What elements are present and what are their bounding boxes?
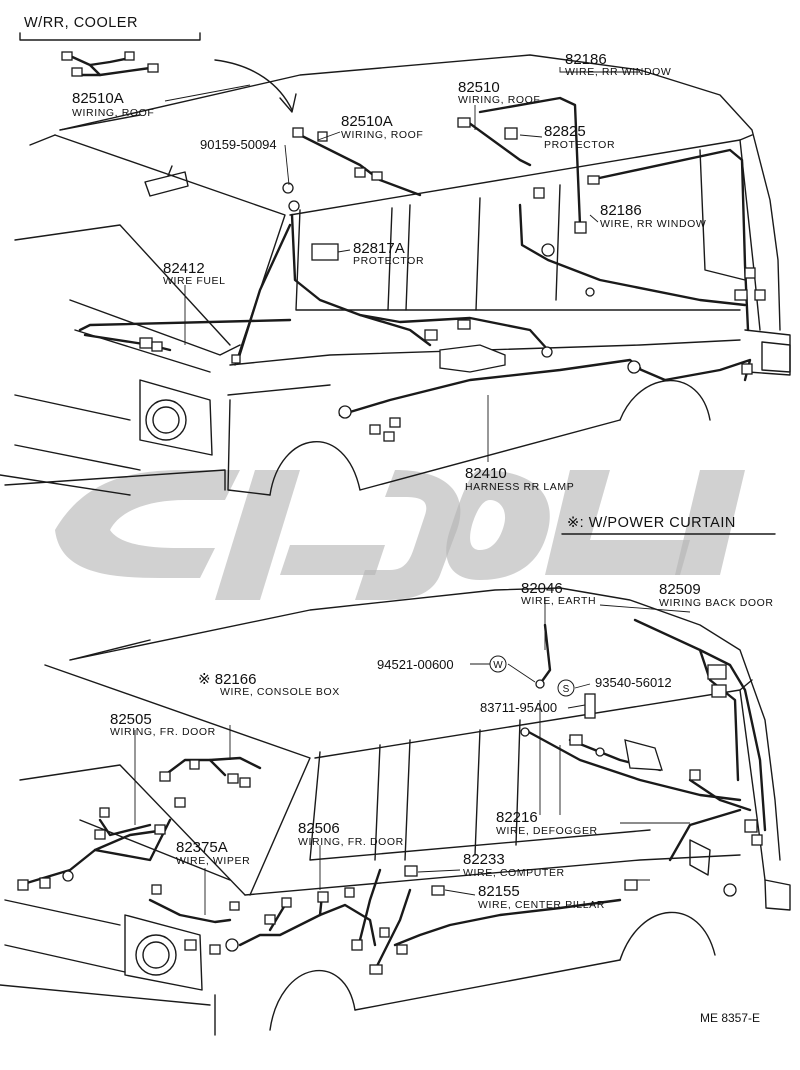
svg-text:82046: 82046 (521, 580, 563, 597)
leader-lines (19, 32, 691, 915)
svg-text:WIRE, RR WINDOW: WIRE, RR WINDOW (565, 66, 671, 78)
svg-text:82233: 82233 (463, 851, 505, 868)
svg-text:83711-95A00: 83711-95A00 (480, 700, 557, 715)
section-rr-cooler: W/RR, COOLER (24, 15, 138, 31)
part-label-82186-side: 82186 WIRE, RR WINDOW (600, 202, 706, 230)
svg-text:WIRING, ROOF: WIRING, ROOF (72, 107, 154, 119)
svg-text:S: S (563, 684, 570, 695)
svg-text:82506: 82506 (298, 820, 340, 837)
svg-text:82375A: 82375A (176, 839, 228, 856)
symbol-s: S (557, 679, 575, 697)
svg-text:WIRE, CENTER PILLAR: WIRE, CENTER PILLAR (478, 899, 605, 911)
svg-text:82509: 82509 (659, 581, 701, 598)
svg-text:PROTECTOR: PROTECTOR (544, 139, 615, 151)
svg-text:82510A: 82510A (341, 113, 393, 130)
svg-text:82410: 82410 (465, 465, 507, 482)
watermark (55, 470, 745, 600)
part-label-82825: 82825 PROTECTOR (544, 123, 615, 151)
svg-text:82216: 82216 (496, 809, 538, 826)
svg-text:WIRING, ROOF: WIRING, ROOF (458, 94, 540, 106)
part-label-90159: 90159-50094 (200, 137, 277, 152)
svg-text:82510: 82510 (458, 79, 500, 96)
svg-text:82825: 82825 (544, 123, 586, 140)
part-label-82166: ※ 82166 WIRE, CONSOLE BOX (198, 671, 340, 698)
part-label-82510a-roof: 82510A WIRING, ROOF (341, 113, 423, 141)
svg-text:※ 82166: ※ 82166 (198, 671, 256, 688)
part-label-82506: 82506 WIRING, FR. DOOR (298, 820, 404, 848)
svg-text:WIRING, FR. DOOR: WIRING, FR. DOOR (298, 836, 404, 848)
part-label-94521: 94521-00600 (377, 657, 454, 672)
part-label-82412: 82412 WIRE FUEL (163, 260, 226, 287)
top-van-body (0, 54, 791, 496)
svg-text:94521-00600: 94521-00600 (377, 657, 454, 672)
svg-text:93540-56012: 93540-56012 (595, 675, 672, 690)
svg-text:WIRING, FR. DOOR: WIRING, FR. DOOR (110, 726, 216, 738)
svg-text:82510A: 82510A (72, 90, 124, 107)
part-label-82375a: 82375A WIRE, WIPER (176, 839, 250, 867)
svg-text:HARNESS RR LAMP: HARNESS RR LAMP (465, 481, 574, 493)
svg-text:90159-50094: 90159-50094 (200, 137, 277, 152)
svg-text:WIRE, DEFOGGER: WIRE, DEFOGGER (496, 825, 598, 837)
bottom-van-body (0, 587, 791, 1036)
svg-text:82817A: 82817A (353, 240, 405, 257)
svg-text:WIRE, RR WINDOW: WIRE, RR WINDOW (600, 218, 706, 230)
part-label-82233: 82233 WIRE, COMPUTER (463, 851, 565, 879)
svg-text:WIRE, COMPUTER: WIRE, COMPUTER (463, 867, 565, 879)
top-van-connectors (61, 51, 766, 442)
part-label-82505: 82505 WIRING, FR. DOOR (110, 711, 216, 738)
svg-text:WIRING, ROOF: WIRING, ROOF (341, 129, 423, 141)
part-label-82510: 82510 WIRING, ROOF (458, 79, 540, 106)
part-label-82410: 82410 HARNESS RR LAMP (465, 465, 574, 493)
part-label-82155: 82155 WIRE, CENTER PILLAR (478, 883, 605, 911)
part-label-82216: 82216 WIRE, DEFOGGER (496, 809, 598, 837)
svg-text:82412: 82412 (163, 260, 205, 277)
bottom-van-connectors (17, 664, 763, 975)
symbol-w: W (489, 655, 507, 673)
part-label-82510a-roof-cooler: 82510A WIRING, ROOF (72, 90, 154, 119)
part-label-82046: 82046 WIRE, EARTH (521, 580, 596, 607)
svg-text:W: W (493, 660, 503, 671)
part-label-82509: 82509 WIRING BACK DOOR (659, 581, 774, 609)
svg-text:82155: 82155 (478, 883, 520, 900)
part-label-82817a: 82817A PROTECTOR (353, 240, 424, 267)
svg-text:82186: 82186 (600, 202, 642, 219)
svg-text:WIRE, WIPER: WIRE, WIPER (176, 855, 250, 867)
svg-text:WIRING BACK DOOR: WIRING BACK DOOR (659, 597, 774, 609)
part-label-82186-top: 82186 WIRE, RR WINDOW (565, 51, 671, 78)
part-label-83711: 83711-95A00 (480, 700, 557, 715)
svg-text:WIRE FUEL: WIRE FUEL (163, 275, 226, 287)
bottom-van-harness (18, 618, 767, 972)
svg-text:WIRE, EARTH: WIRE, EARTH (521, 595, 596, 607)
part-label-93540: 93540-56012 (595, 675, 672, 690)
svg-text:82505: 82505 (110, 711, 152, 728)
diagram-code: ME 8357-E (700, 1011, 760, 1025)
svg-text:82186: 82186 (565, 51, 607, 68)
svg-text:WIRE, CONSOLE BOX: WIRE, CONSOLE BOX (220, 686, 340, 698)
section-power-curtain: ※: W/POWER CURTAIN (567, 515, 736, 531)
svg-text:PROTECTOR: PROTECTOR (353, 255, 424, 267)
